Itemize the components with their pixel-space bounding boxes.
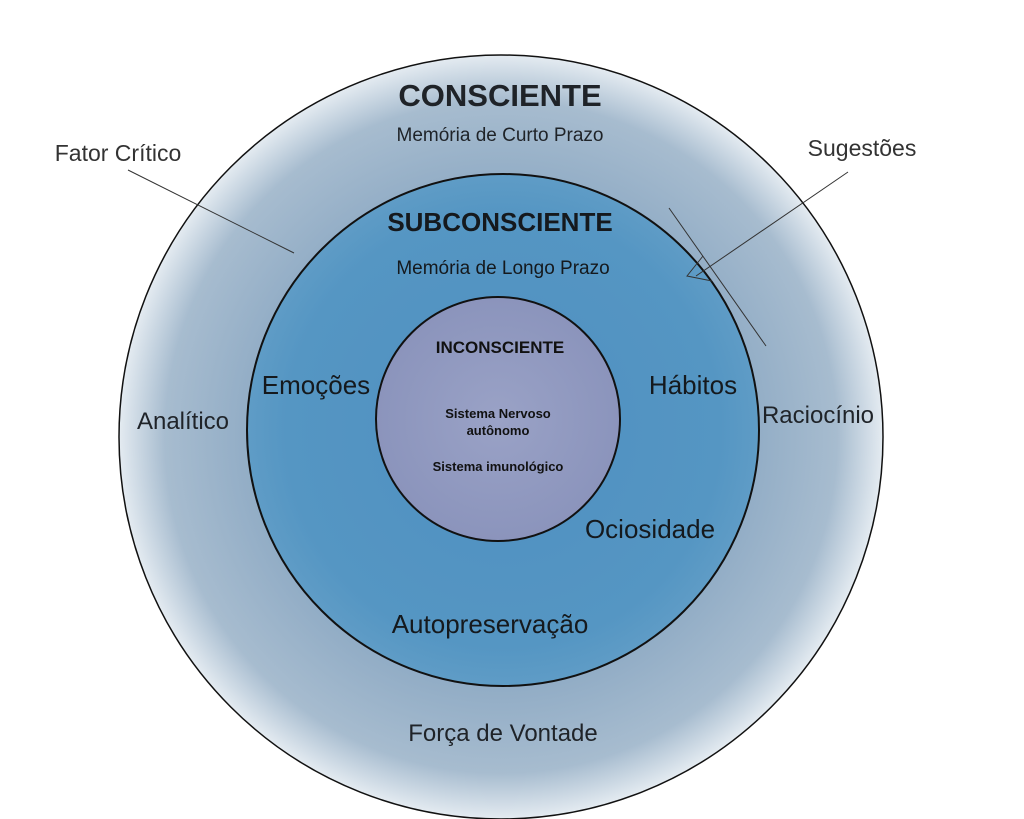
unconscious-line-2: autônomo (467, 423, 530, 438)
callout-suggestions: Sugestões (808, 135, 917, 161)
suggestions-pointer-line (695, 171, 849, 277)
suggestions-arrowhead (686, 255, 713, 282)
conscious-item-right: Raciocínio (762, 402, 874, 429)
suggestions-barrier-line (668, 207, 767, 347)
unconscious-title: INCONSCIENTE (436, 338, 564, 357)
subconscious-item-right: Hábitos (649, 370, 737, 400)
callout-critical-factor: Fator Crítico (55, 140, 182, 166)
critical-factor-pointer (127, 169, 295, 254)
conscious-item-left: Analítico (137, 408, 229, 435)
subconscious-subtitle: Memória de Longo Prazo (396, 258, 609, 279)
conscious-subtitle: Memória de Curto Prazo (397, 125, 604, 146)
subconscious-title: SUBCONSCIENTE (387, 207, 612, 237)
subconscious-item-lower-right: Ociosidade (585, 514, 715, 544)
unconscious-circle (375, 296, 621, 542)
conscious-item-bottom: Força de Vontade (408, 720, 597, 747)
subconscious-item-bottom: Autopreservação (392, 609, 589, 639)
unconscious-line-1: Sistema Nervoso (445, 406, 551, 421)
conscious-title: CONSCIENTE (398, 78, 601, 113)
subconscious-item-left: Emoções (262, 370, 370, 400)
unconscious-line-3: Sistema imunológico (433, 459, 564, 474)
